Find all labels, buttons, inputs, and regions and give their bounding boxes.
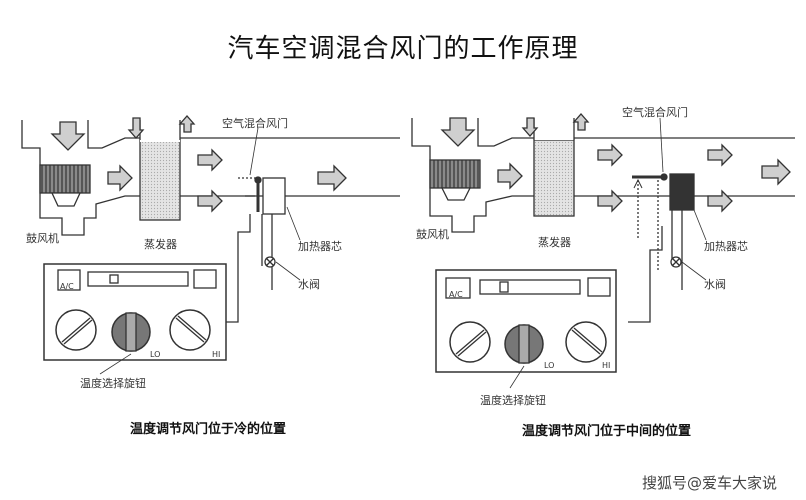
left-blend-door-label: 空气混合风门 (222, 117, 288, 130)
right-flow-arrow-1 (497, 162, 523, 190)
page-title: 汽车空调混合风门的工作原理 (227, 34, 579, 64)
left-evaporator-label: 蒸发器 (144, 238, 177, 251)
left-coolant-pipe (222, 214, 273, 323)
left-diagram (21, 115, 400, 375)
left-control-panel (43, 263, 227, 375)
left-intake-arrow (50, 121, 86, 151)
right-heater-core-label: 加热器芯 (704, 240, 748, 253)
right-flow-arrow-4 (707, 143, 733, 167)
right-blower-label: 鼓风机 (416, 228, 449, 241)
right-flow-arrow-3 (597, 189, 623, 213)
left-heater-core (262, 177, 286, 215)
left-water-valve-label: 水阀 (298, 278, 320, 291)
left-flow-arrow-2 (197, 148, 223, 172)
right-blend-door-label: 空气混合风门 (622, 106, 688, 119)
left-evaporator (139, 139, 181, 221)
left-blower-label: 鼓风机 (26, 232, 59, 245)
left-flow-arrow-1 (107, 164, 133, 192)
right-water-valve-label: 水阀 (704, 278, 726, 291)
left-hi-label: HI (212, 350, 220, 359)
watermark: 搜狐号@爱车大家说 (642, 474, 778, 492)
right-intake-arrow (440, 117, 476, 147)
right-caption: 温度调节风门位于中间的位置 (522, 424, 692, 439)
right-control-panel (435, 269, 617, 389)
right-temp-knob-label: 温度选择旋钮 (480, 394, 546, 407)
left-lo-label: LO (150, 350, 160, 359)
right-lo-label: LO (544, 361, 554, 370)
left-flow-arrow-3 (197, 189, 223, 213)
right-outlet-arrow (761, 158, 791, 186)
left-evap-arrow-down (127, 117, 145, 139)
right-evaporator-label: 蒸发器 (538, 236, 571, 249)
left-ac-label: A/C (60, 282, 74, 291)
left-blower (39, 164, 91, 194)
right-flow-arrow-2 (597, 143, 623, 167)
left-evap-arrow-up (178, 115, 196, 133)
right-blower (429, 159, 481, 189)
right-diagram (411, 113, 795, 389)
left-heater-core-label: 加热器芯 (298, 240, 342, 253)
right-heater-core (669, 173, 695, 211)
left-air-duct (21, 120, 400, 236)
right-flow-arrow-5 (707, 189, 733, 213)
right-ac-label: A/C (449, 290, 463, 299)
right-air-duct (411, 118, 795, 233)
right-coolant-pipe (628, 210, 683, 323)
left-temp-knob-label: 温度选择旋钮 (80, 377, 146, 390)
left-caption: 温度调节风门位于冷的位置 (130, 422, 287, 437)
left-outlet-arrow (317, 164, 347, 192)
right-evap-arrow-up (572, 113, 590, 131)
right-evaporator (533, 139, 575, 217)
right-hi-label: HI (602, 361, 610, 370)
right-evap-arrow-down (521, 117, 539, 137)
